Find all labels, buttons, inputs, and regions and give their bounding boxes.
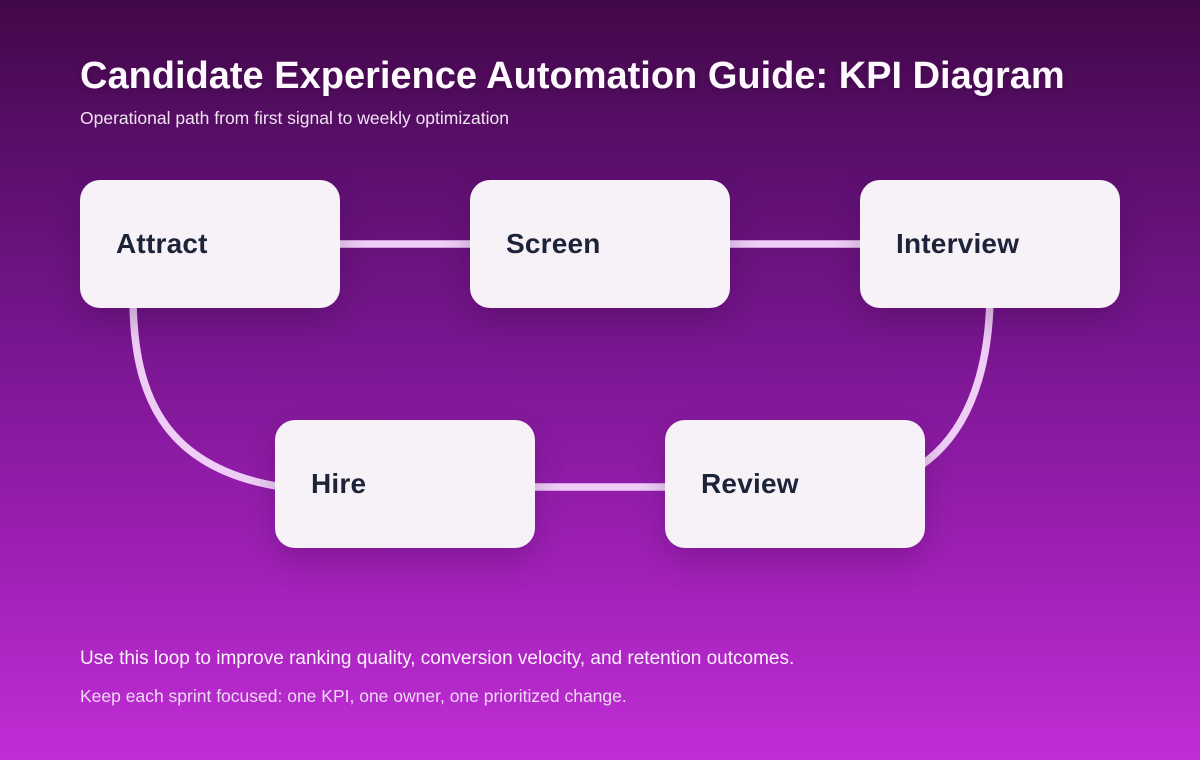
connector-interview-review-curve: [916, 296, 994, 470]
node-attract: Attract: [80, 180, 340, 308]
node-review-label: Review: [701, 468, 799, 499]
page-subtitle: Operational path from first signal to we…: [80, 108, 509, 128]
footer-line-1: Use this loop to improve ranking quality…: [80, 648, 795, 669]
node-hire: Hire: [275, 420, 535, 548]
node-interview-label: Interview: [896, 228, 1020, 259]
footer-line-2: Keep each sprint focused: one KPI, one o…: [80, 686, 627, 706]
page-title: Candidate Experience Automation Guide: K…: [80, 55, 1065, 97]
node-screen: Screen: [470, 180, 730, 308]
connector-attract-hire-curve: [129, 296, 286, 491]
node-attract-label: Attract: [116, 228, 208, 259]
node-review: Review: [665, 420, 925, 548]
node-hire-label: Hire: [311, 468, 367, 499]
node-screen-label: Screen: [506, 228, 601, 259]
node-interview: Interview: [860, 180, 1120, 308]
